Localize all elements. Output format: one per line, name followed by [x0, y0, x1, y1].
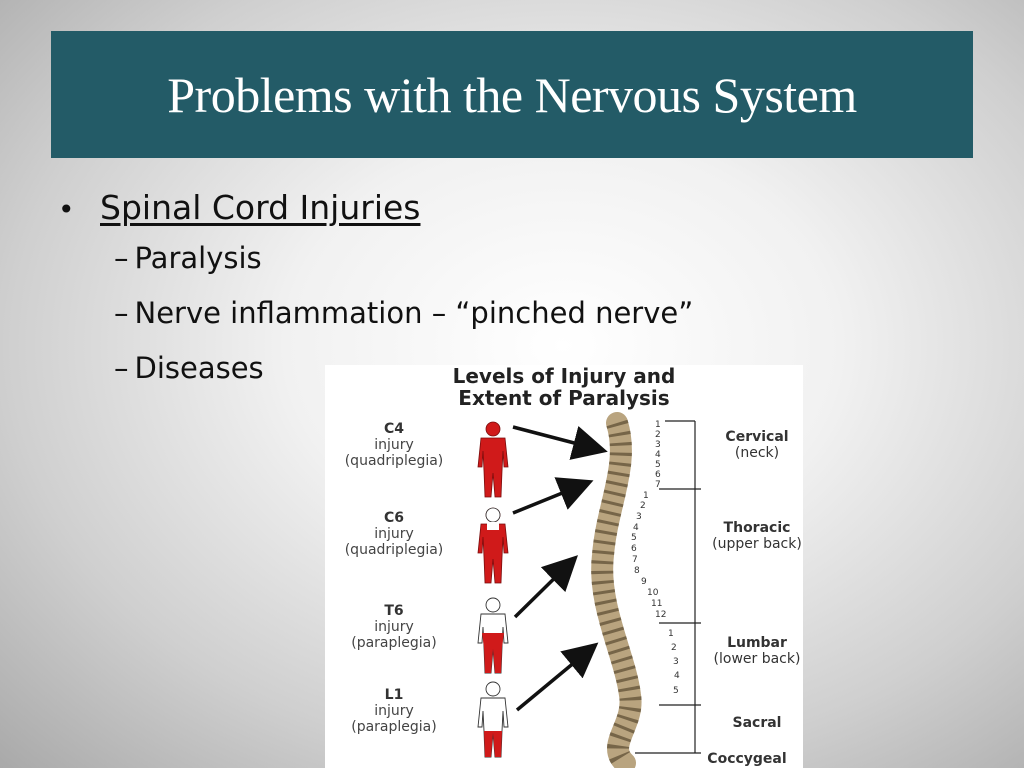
region-name: Lumbar	[727, 635, 787, 651]
arrow-c6	[512, 477, 594, 515]
dash: –	[114, 241, 129, 275]
level-outcome: (paraplegia)	[351, 719, 437, 735]
vertebra-number: 6	[655, 470, 661, 480]
spine-column	[591, 412, 642, 768]
vertebra-number: 3	[673, 657, 679, 667]
region-name: Thoracic	[723, 520, 791, 536]
spinal-injury-figure: Levels of Injury and Extent of Paralysis…	[325, 365, 803, 768]
level-type: injury	[374, 437, 414, 453]
vertebra-number: 8	[634, 566, 640, 576]
vertebra-number: 7	[655, 480, 661, 490]
region-detail: (neck)	[734, 445, 780, 461]
body-figure-c6	[477, 507, 509, 584]
slide-title: Problems with the Nervous System	[167, 66, 857, 123]
vertebra-number: 2	[640, 501, 646, 511]
subitem: – Nerve inflammation – “pinched nerve”	[114, 296, 693, 330]
vertebra-number: 4	[633, 523, 639, 533]
subitem-text: Nerve inflammation – “pinched nerve”	[134, 296, 694, 330]
vertebra-number: 10	[647, 588, 659, 598]
region-detail: (lower back)	[713, 651, 801, 667]
vertebra-number: 11	[651, 599, 662, 609]
arrow-t6	[513, 555, 578, 619]
vertebra-numbers: 1 2 3 4 5 6 7 1 2 3 4 5 6 7 8 9 10 11 12…	[631, 420, 680, 696]
vertebra-number: 5	[655, 460, 661, 470]
level-label-t6: T6 injury (paraplegia)	[325, 603, 463, 651]
level-type: injury	[374, 526, 414, 542]
title-bar: Problems with the Nervous System	[51, 31, 973, 158]
level-code: C6	[383, 510, 404, 526]
level-type: injury	[374, 703, 414, 719]
subitem-text: Paralysis	[134, 241, 262, 275]
level-label-l1: L1 injury (paraplegia)	[325, 687, 463, 735]
level-type: injury	[374, 619, 414, 635]
bullet-text: Spinal Cord Injuries	[100, 188, 421, 227]
figure-title-line2: Extent of Paralysis	[458, 386, 670, 410]
level-outcome: (quadriplegia)	[344, 453, 444, 469]
body-figure-l1	[477, 681, 509, 758]
dash: –	[114, 351, 129, 385]
vertebra-number: 1	[643, 491, 649, 501]
arrow-c4	[512, 425, 608, 460]
region-coccygeal: Coccygeal	[697, 751, 797, 767]
figure-title-line1: Levels of Injury and	[452, 365, 676, 388]
subitem: – Paralysis	[114, 241, 693, 275]
level-code: L1	[384, 687, 404, 703]
bullet-item: • Spinal Cord Injuries	[58, 188, 693, 227]
region-sacral: Sacral	[707, 715, 803, 731]
region-detail: (upper back)	[712, 536, 802, 552]
region-name: Cervical	[725, 429, 789, 445]
vertebra-number: 7	[632, 555, 638, 565]
region-brackets	[635, 420, 701, 754]
vertebra-number: 1	[655, 420, 661, 430]
bullet-list: • Spinal Cord Injuries – Paralysis – Ner…	[58, 188, 693, 406]
vertebra-number: 12	[655, 610, 666, 620]
level-label-c4: C4 injury (quadriplegia)	[325, 421, 463, 469]
level-outcome: (quadriplegia)	[344, 542, 444, 558]
vertebra-number: 4	[674, 671, 680, 681]
level-label-c6: C6 injury (quadriplegia)	[325, 510, 463, 558]
region-thoracic: Thoracic (upper back)	[707, 520, 803, 552]
vertebra-number: 2	[655, 430, 661, 440]
region-name: Coccygeal	[707, 751, 787, 767]
body-figure-c4	[477, 421, 509, 498]
subitem-text: Diseases	[134, 351, 264, 385]
figure-graphics: 1 2 3 4 5 6 7 1 2 3 4 5 6 7 8 9 10 11 12…	[477, 412, 701, 768]
arrow-l1	[515, 642, 599, 712]
level-code: T6	[384, 603, 404, 619]
region-cervical: Cervical (neck)	[707, 429, 803, 461]
vertebra-number: 1	[668, 629, 674, 639]
vertebra-number: 9	[641, 577, 647, 587]
subitem: – Diseases	[114, 351, 693, 385]
vertebra-number: 5	[631, 533, 637, 543]
vertebra-number: 5	[673, 686, 679, 696]
vertebra-number: 2	[671, 643, 677, 653]
vertebra-number: 3	[636, 512, 642, 522]
region-name: Sacral	[732, 715, 782, 731]
region-lumbar: Lumbar (lower back)	[707, 635, 803, 667]
body-figure-t6	[477, 597, 509, 674]
vertebra-number: 4	[655, 450, 661, 460]
vertebra-number: 6	[631, 544, 637, 554]
bullet-symbol: •	[58, 193, 75, 226]
level-outcome: (paraplegia)	[351, 635, 437, 651]
level-code: C4	[383, 421, 404, 437]
vertebra-number: 3	[655, 440, 661, 450]
dash: –	[114, 296, 129, 330]
